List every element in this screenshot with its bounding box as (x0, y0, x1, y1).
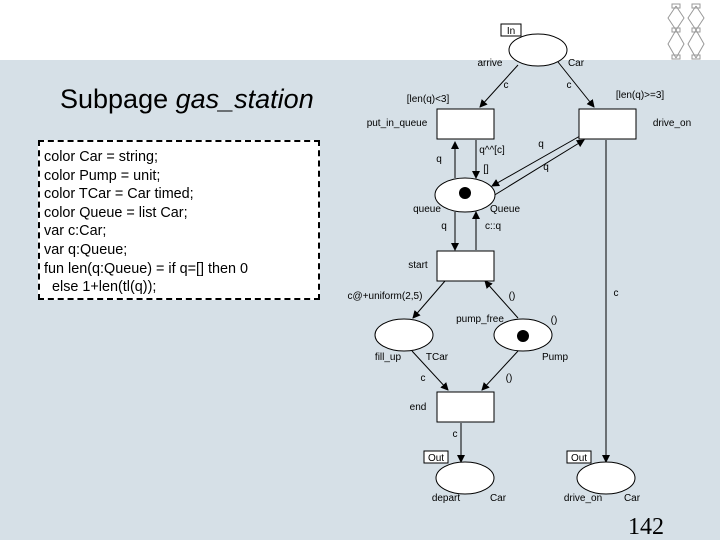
place-name: arrive (477, 58, 502, 69)
declarations-box (38, 140, 320, 300)
overview-thumbnail (667, 3, 705, 60)
arc-label: c::q (485, 221, 501, 232)
token (517, 330, 529, 342)
title-prefix: Subpage (60, 84, 176, 114)
place-depart: Out depart Car (423, 450, 507, 504)
transition-name: put_in_queue (367, 118, 428, 129)
place-type: Car (568, 58, 585, 69)
port-tag: In (507, 26, 515, 37)
slide-title: Subpage gas_station (60, 84, 314, 115)
arc-pump-end (481, 350, 519, 391)
arc-start-fill (412, 280, 446, 319)
token (459, 187, 471, 199)
arc-label: q (543, 162, 549, 173)
place-fill-up: fill_up TCar (374, 318, 449, 363)
transition-name: drive_on (653, 118, 691, 129)
place-type: Car (624, 493, 641, 504)
arc-arrive-drive (557, 61, 595, 108)
declaration-line: color Car = string; (44, 149, 158, 165)
arc-label: q (538, 139, 544, 150)
arc-fill-end (411, 350, 449, 391)
declaration-line: color Queue = list Car; (44, 204, 188, 221)
declaration-line: color Pump = unit; (44, 167, 161, 184)
arc-queue-drive (492, 139, 585, 197)
place-queue: queue Queue (413, 177, 520, 215)
transition-put-in-queue: [len(q)<3] put_in_queue (367, 94, 495, 140)
arc-label: c (614, 288, 619, 299)
transition-guard: [len(q)>=3] (616, 90, 665, 101)
place-type: Car (490, 493, 507, 504)
declaration-line: var c:Car; (44, 223, 107, 240)
declaration-line: fun len(q:Queue) = if q=[] then 0 (44, 260, 249, 277)
arc-label: q (436, 154, 442, 165)
transition-end: end (410, 391, 495, 423)
arc-label: () (506, 373, 513, 384)
arc-label: c (421, 373, 426, 384)
arc-label: c (453, 429, 458, 440)
place-type: Queue (490, 204, 520, 215)
arc-label: c@+uniform(2,5) (348, 291, 423, 302)
arc-label: q^^[c] (479, 145, 505, 156)
arc-arrive-put (479, 64, 519, 108)
transition-drive-on: [len(q)>=3] drive_on (578, 90, 691, 140)
title-italic: gas_station (175, 84, 314, 114)
place-type: Pump (542, 352, 569, 363)
arc-label: c (567, 80, 572, 91)
declaration-line: var q:Queue; (44, 241, 128, 258)
arc-label: q (441, 221, 447, 232)
place-name: depart (432, 493, 461, 504)
place-name: fill_up (375, 352, 402, 363)
place-name: drive_on (564, 493, 602, 504)
transition-guard: [len(q)<3] (407, 94, 450, 105)
place-arrive: In arrive Car (477, 23, 585, 69)
declaration-line: else 1+len(tl(q)); (44, 279, 157, 296)
arc-label: c (504, 80, 509, 91)
place-name: pump_free (456, 314, 504, 325)
arc-label: () (509, 291, 516, 302)
transition-name: end (410, 402, 427, 413)
place-name: queue (413, 204, 441, 215)
port-tag: Out (428, 453, 444, 464)
arc-drive-queue (491, 135, 581, 187)
arc-label: [] (483, 164, 489, 175)
place-drive-on: Out drive_on Car (564, 450, 641, 504)
port-tag: Out (571, 453, 587, 464)
arc-pump-start (484, 280, 519, 319)
declarations-list: color Car = string; color Pump = unit; c… (44, 148, 248, 297)
page-number: 142 (628, 514, 664, 540)
place-type: TCar (426, 352, 449, 363)
transition-name: start (408, 260, 428, 271)
top-band (0, 0, 720, 60)
declaration-line: color TCar = Car timed; (44, 186, 194, 203)
arc-label: () (551, 315, 558, 326)
place-pump-free: pump_free Pump (456, 314, 568, 363)
transition-start: start (408, 250, 495, 282)
